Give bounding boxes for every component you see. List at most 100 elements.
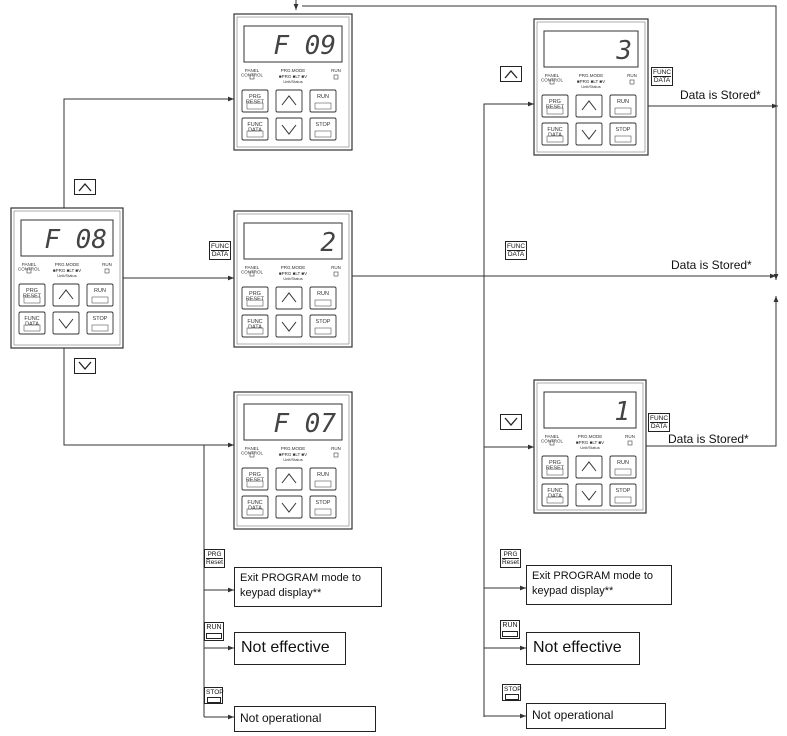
- up-button[interactable]: [275, 467, 303, 491]
- func-data-button-label: FUNC: [547, 488, 562, 494]
- stop-key-label: STOP: [502, 684, 522, 701]
- run-button[interactable]: [609, 455, 637, 479]
- button-face: [314, 508, 332, 516]
- down-button[interactable]: [275, 314, 303, 338]
- button-face: [546, 135, 564, 143]
- down-button[interactable]: [575, 483, 603, 507]
- status-led: [104, 268, 110, 274]
- up-button[interactable]: [52, 283, 80, 307]
- branch-up-line: [63, 96, 234, 208]
- run-key-label: RUN: [500, 620, 520, 639]
- func-data-key-label: FUNC DATA: [505, 241, 528, 260]
- up-button[interactable]: [275, 286, 303, 310]
- stop-button[interactable]: [609, 483, 637, 507]
- func-data-button[interactable]: [18, 311, 46, 335]
- mode-indicators: ■PRG ■LT ■V: [279, 74, 307, 79]
- button-face: [23, 296, 41, 304]
- button-face: [314, 327, 332, 335]
- func-data-button-label: FUNC: [247, 500, 262, 506]
- data-stored-label-bot: Data is Stored*: [668, 432, 749, 446]
- led-display: [243, 403, 343, 441]
- func-data-button-label: DATA: [248, 325, 262, 331]
- run-text: RUN: [502, 622, 518, 629]
- keypad-bezel: [13, 210, 121, 346]
- func-data-button[interactable]: [241, 495, 269, 519]
- prg-reset-button-label: RESET: [546, 105, 565, 111]
- prg-reset-key-label: PRG Reset: [204, 549, 225, 568]
- stop-key-bar: [504, 694, 519, 700]
- not-effective-text: Not effective: [533, 639, 622, 656]
- func-data-button-label: FUNC: [24, 316, 39, 322]
- prg-reset-button[interactable]: [18, 283, 46, 307]
- down-button[interactable]: [275, 495, 303, 519]
- unit-status-label: Unit/Status: [580, 445, 600, 450]
- run-button[interactable]: [309, 286, 337, 310]
- func-data-button[interactable]: [241, 314, 269, 338]
- rbot-stored-line: [646, 296, 779, 447]
- run-button[interactable]: [309, 89, 337, 113]
- run-button[interactable]: [309, 467, 337, 491]
- button-face: [246, 327, 264, 335]
- led-display-value: 2: [320, 228, 336, 258]
- run-status-label: RUN: [102, 262, 112, 267]
- stop-button[interactable]: [309, 495, 337, 519]
- prg-reset-button[interactable]: [241, 286, 269, 310]
- prg-reset-button-label: PRG: [249, 94, 261, 100]
- run-button[interactable]: [86, 283, 114, 307]
- func-text: FUNC: [650, 415, 669, 423]
- prg-mode-label: PRG.MODE: [281, 446, 306, 451]
- up-arrow-icon: [281, 95, 297, 106]
- not-effective-text: Not effective: [241, 639, 330, 656]
- down-button[interactable]: [275, 117, 303, 141]
- func-data-button[interactable]: [541, 122, 569, 146]
- stop-button[interactable]: [86, 311, 114, 335]
- button-face: [614, 496, 632, 504]
- not-operational-text: Not operational: [240, 711, 322, 725]
- keypad-bezel: [536, 21, 646, 153]
- exit-program-text: Exit PROGRAM mode to keypad display**: [240, 572, 362, 599]
- keypad-bezel: [236, 394, 350, 527]
- panel-control-label: PANEL: [245, 68, 260, 73]
- func-data-key-label: FUNC DATA: [648, 413, 671, 432]
- run-status-label: RUN: [331, 265, 341, 270]
- stop-button[interactable]: [609, 122, 637, 146]
- mode-indicators: ■PRG ■LT ■V: [53, 268, 81, 273]
- led-display: [543, 391, 637, 429]
- down-button[interactable]: [575, 122, 603, 146]
- keypad-bezel: [536, 382, 644, 511]
- status-led: [333, 271, 339, 277]
- prg-mode-label: PRG.MODE: [281, 265, 306, 270]
- panel-control-label: PANEL: [22, 262, 37, 267]
- prg-reset-button[interactable]: [541, 94, 569, 118]
- run-key-bar: [206, 633, 222, 639]
- up-button[interactable]: [275, 89, 303, 113]
- stop-key-bar: [206, 697, 221, 703]
- up-button[interactable]: [575, 94, 603, 118]
- func-data-key-label: FUNC DATA: [651, 67, 674, 86]
- func-data-button[interactable]: [241, 117, 269, 141]
- button-face: [546, 496, 564, 504]
- func-data-button-label: DATA: [248, 506, 262, 512]
- run-button-label: RUN: [617, 99, 629, 105]
- not-operational-box-left: Not operational: [234, 706, 376, 732]
- button-face: [246, 130, 264, 138]
- stop-button[interactable]: [309, 314, 337, 338]
- stop-button[interactable]: [309, 117, 337, 141]
- exit-program-box-right: Exit PROGRAM mode to keypad display**: [526, 565, 672, 605]
- run-status-label: RUN: [627, 73, 637, 78]
- run-button[interactable]: [609, 94, 637, 118]
- prg-reset-button[interactable]: [541, 455, 569, 479]
- prg-reset-button-label: PRG: [549, 99, 561, 105]
- button-face: [546, 107, 564, 115]
- up-button[interactable]: [575, 455, 603, 479]
- down-button[interactable]: [52, 311, 80, 335]
- prg-reset-button[interactable]: [241, 89, 269, 113]
- run-key-bar: [502, 631, 518, 637]
- run-button-label: RUN: [617, 460, 629, 466]
- func-data-button[interactable]: [541, 483, 569, 507]
- up-arrow-icon: [581, 461, 597, 472]
- prg-reset-button[interactable]: [241, 467, 269, 491]
